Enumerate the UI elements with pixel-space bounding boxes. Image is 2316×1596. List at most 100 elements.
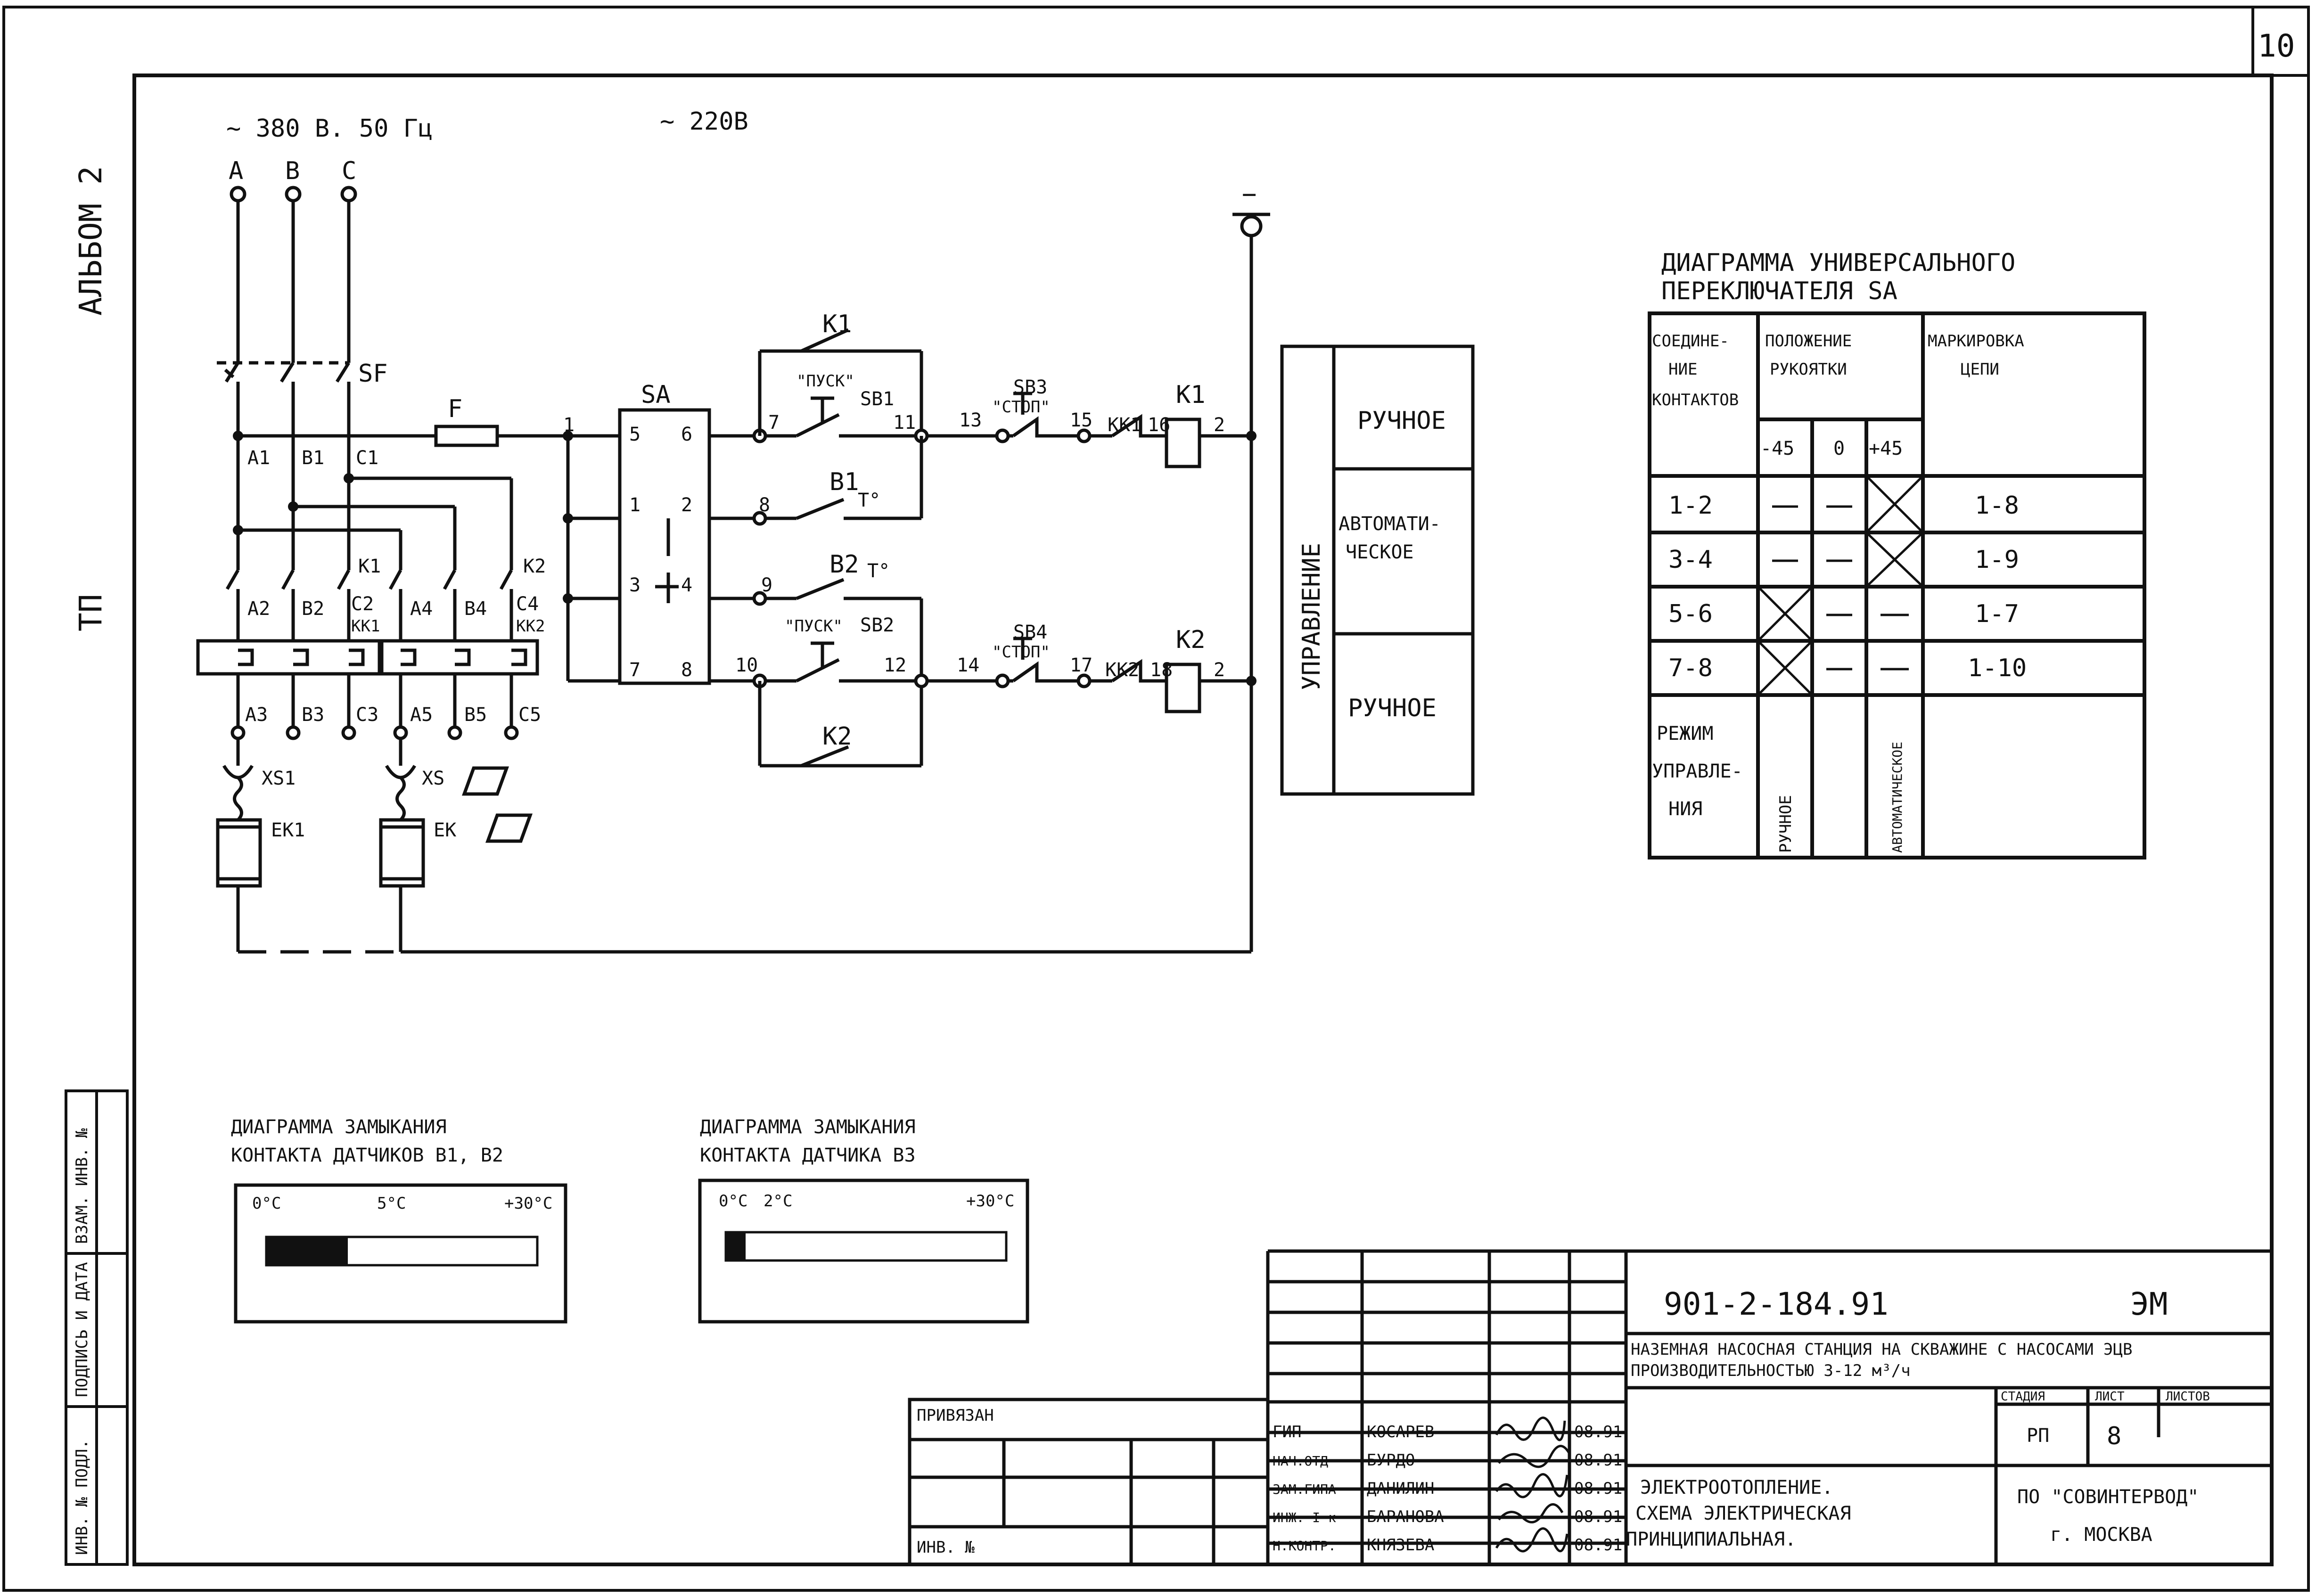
outer-border — [2, 6, 2310, 1592]
wire-7: 7 — [768, 412, 780, 434]
person-4-role: ИНЖ. I к — [1273, 1510, 1336, 1525]
mode-auto-2: ЧЕСКОЕ — [1346, 541, 1414, 563]
person-2-date: 08.91 — [1574, 1451, 1622, 1470]
sb3-label: SB3 — [1013, 376, 1047, 398]
sa-h1-l1: СОЕДИНЕ- — [1652, 332, 1729, 351]
wire-15: 15 — [1070, 409, 1092, 431]
sa-mode-manual: РУЧНОЕ — [1776, 795, 1795, 853]
sa-row-2-mark: 1-9 — [1975, 546, 2019, 574]
diag2-frame — [698, 1179, 1029, 1324]
stamp-podpis: ПОДПИСЬ И ДАТА — [73, 1262, 91, 1397]
inv-label: ИНВ. № — [917, 1538, 975, 1557]
sa-pos-m45: -45 — [1760, 438, 1794, 459]
wire-16: 16 — [1148, 414, 1170, 436]
stamp-inv: ИНВ. № ПОДЛ. — [73, 1439, 91, 1555]
stage-value: РП — [2027, 1425, 2049, 1447]
mode-manual-2: РУЧНОЕ — [1348, 694, 1437, 722]
stop-1-label: "СТОП" — [992, 398, 1050, 417]
sheet-header: ЛИСТ — [2095, 1390, 2125, 1404]
sa-h1-l2: НИЕ — [1668, 360, 1697, 379]
control-junctions — [563, 431, 1257, 686]
person-4-name: БАРАНОВА — [1367, 1507, 1444, 1526]
sa-h1-l3: КОНТАКТОВ — [1652, 391, 1739, 409]
phase-c-label: C — [342, 157, 356, 185]
sa-table-title-2: ПЕРЕКЛЮЧАТЕЛЯ SA — [1661, 277, 1897, 305]
diag1-bar — [265, 1236, 539, 1267]
diag1-label-5: 5°С — [377, 1194, 406, 1213]
sa-pin-3: 3 — [629, 574, 641, 596]
node-1-label: 1 — [563, 414, 575, 436]
kk2-power-label: KK2 — [516, 617, 545, 636]
wire-8: 8 — [759, 494, 770, 516]
sa-mode-l1: РЕЖИМ — [1657, 723, 1713, 745]
wire-18: 18 — [1150, 659, 1173, 681]
sa-table-grid — [1648, 311, 2146, 859]
diag2-label-30: +30°С — [966, 1192, 1014, 1211]
sheet-value: 8 — [2107, 1422, 2121, 1450]
diag2-bar — [724, 1231, 1008, 1262]
signature-3 — [1495, 1473, 1569, 1498]
wire-9: 9 — [761, 574, 772, 596]
mode-manual-1: РУЧНОЕ — [1357, 407, 1446, 435]
kk1-power-label: KK1 — [351, 617, 380, 636]
sa-pin-5: 5 — [629, 424, 641, 445]
wire-11: 11 — [893, 412, 916, 434]
mode-vertical-label: УПРАВЛЕНИЕ — [1298, 543, 1326, 690]
sa-pin-1: 1 — [629, 494, 641, 516]
sb2-label: SB2 — [860, 614, 894, 636]
b2-temp: T° — [867, 560, 890, 582]
sa-mode-l2: УПРАВЛЕ- — [1652, 761, 1743, 782]
sa-pin-4: 4 — [681, 574, 692, 596]
sa-h2-l1: ПОЛОЖЕНИЕ — [1765, 332, 1852, 351]
person-1-date: 08.91 — [1574, 1423, 1622, 1441]
drawing-title-1: ЭЛЕКТРООТОПЛЕНИЕ. — [1640, 1477, 1833, 1498]
person-4-date: 08.91 — [1574, 1507, 1622, 1526]
supply-380: ~ 380 В. 50 Гц — [226, 115, 433, 143]
kk2-control-label: KK2 — [1105, 659, 1139, 681]
sa-label: SA — [641, 381, 671, 409]
term-c5: C5 — [518, 704, 541, 726]
k1-out-c2: C2 — [351, 593, 374, 615]
wire-12: 12 — [884, 655, 906, 676]
control-wiring — [566, 213, 1270, 952]
wire-14: 14 — [957, 655, 979, 676]
power-junctions — [233, 431, 354, 535]
pusk-2-label: "ПУСК" — [785, 617, 843, 636]
person-5-date: 08.91 — [1574, 1536, 1622, 1555]
person-3-name: ДАНИЛИН — [1367, 1479, 1434, 1498]
project-line-1: НАЗЕМНАЯ НАСОСНАЯ СТАНЦИЯ НА СКВАЖИНЕ С … — [1631, 1340, 2132, 1359]
sa-table-crosses — [1757, 475, 1924, 696]
sa-table-dashes — [1772, 505, 1909, 671]
doc-mark: ЭМ — [2130, 1286, 2168, 1322]
power-wiring — [196, 186, 1251, 954]
person-2-role: НАЧ.ОТД — [1273, 1453, 1328, 1469]
k1-out-b2: B2 — [302, 598, 324, 620]
sa-row-1-mark: 1-8 — [1975, 491, 2019, 520]
diag1-title-2: КОНТАКТА ДАТЧИКОВ В1, В2 — [231, 1145, 503, 1166]
sa-row-3-mark: 1-7 — [1975, 600, 2019, 628]
diag1-bar-closed-segment — [266, 1237, 348, 1265]
diag1-title-1: ДИАГРАММА ЗАМЫКАНИЯ — [231, 1116, 447, 1138]
signatures — [1495, 1416, 1571, 1553]
diag1-label-0: 0°С — [252, 1194, 281, 1213]
sa-row-4-mark: 1-10 — [1968, 654, 2027, 682]
b1-label: B1 — [829, 468, 859, 496]
supply-220: ~ 220В — [660, 107, 748, 136]
sa-h2-l2: РУКОЯТКИ — [1770, 360, 1847, 379]
sa-row-1-contacts: 1-2 — [1668, 491, 1713, 520]
project-line-2: ПРОИЗВОДИТЕЛЬНОСТЬЮ 3-12 м³/ч — [1631, 1361, 1911, 1380]
sa-row-3-contacts: 5-6 — [1668, 600, 1713, 628]
stop-2-label: "СТОП" — [992, 643, 1050, 662]
xs-label: XS — [422, 768, 444, 789]
phase-a-label: A — [229, 157, 243, 185]
xs1-label: XS1 — [262, 768, 296, 789]
b2-label: B2 — [829, 550, 859, 579]
k1-contact-label: K1 — [822, 310, 852, 338]
person-3-role: ЗАМ.ГИПА — [1273, 1481, 1336, 1497]
sa-row-4-contacts: 7-8 — [1668, 654, 1713, 682]
diag1-label-30: +30°С — [504, 1194, 552, 1213]
tp-label: ТП — [73, 594, 109, 631]
sf-label: SF — [358, 360, 388, 388]
org-name: ПО "СОВИНТЕРВОД" — [2017, 1486, 2199, 1508]
